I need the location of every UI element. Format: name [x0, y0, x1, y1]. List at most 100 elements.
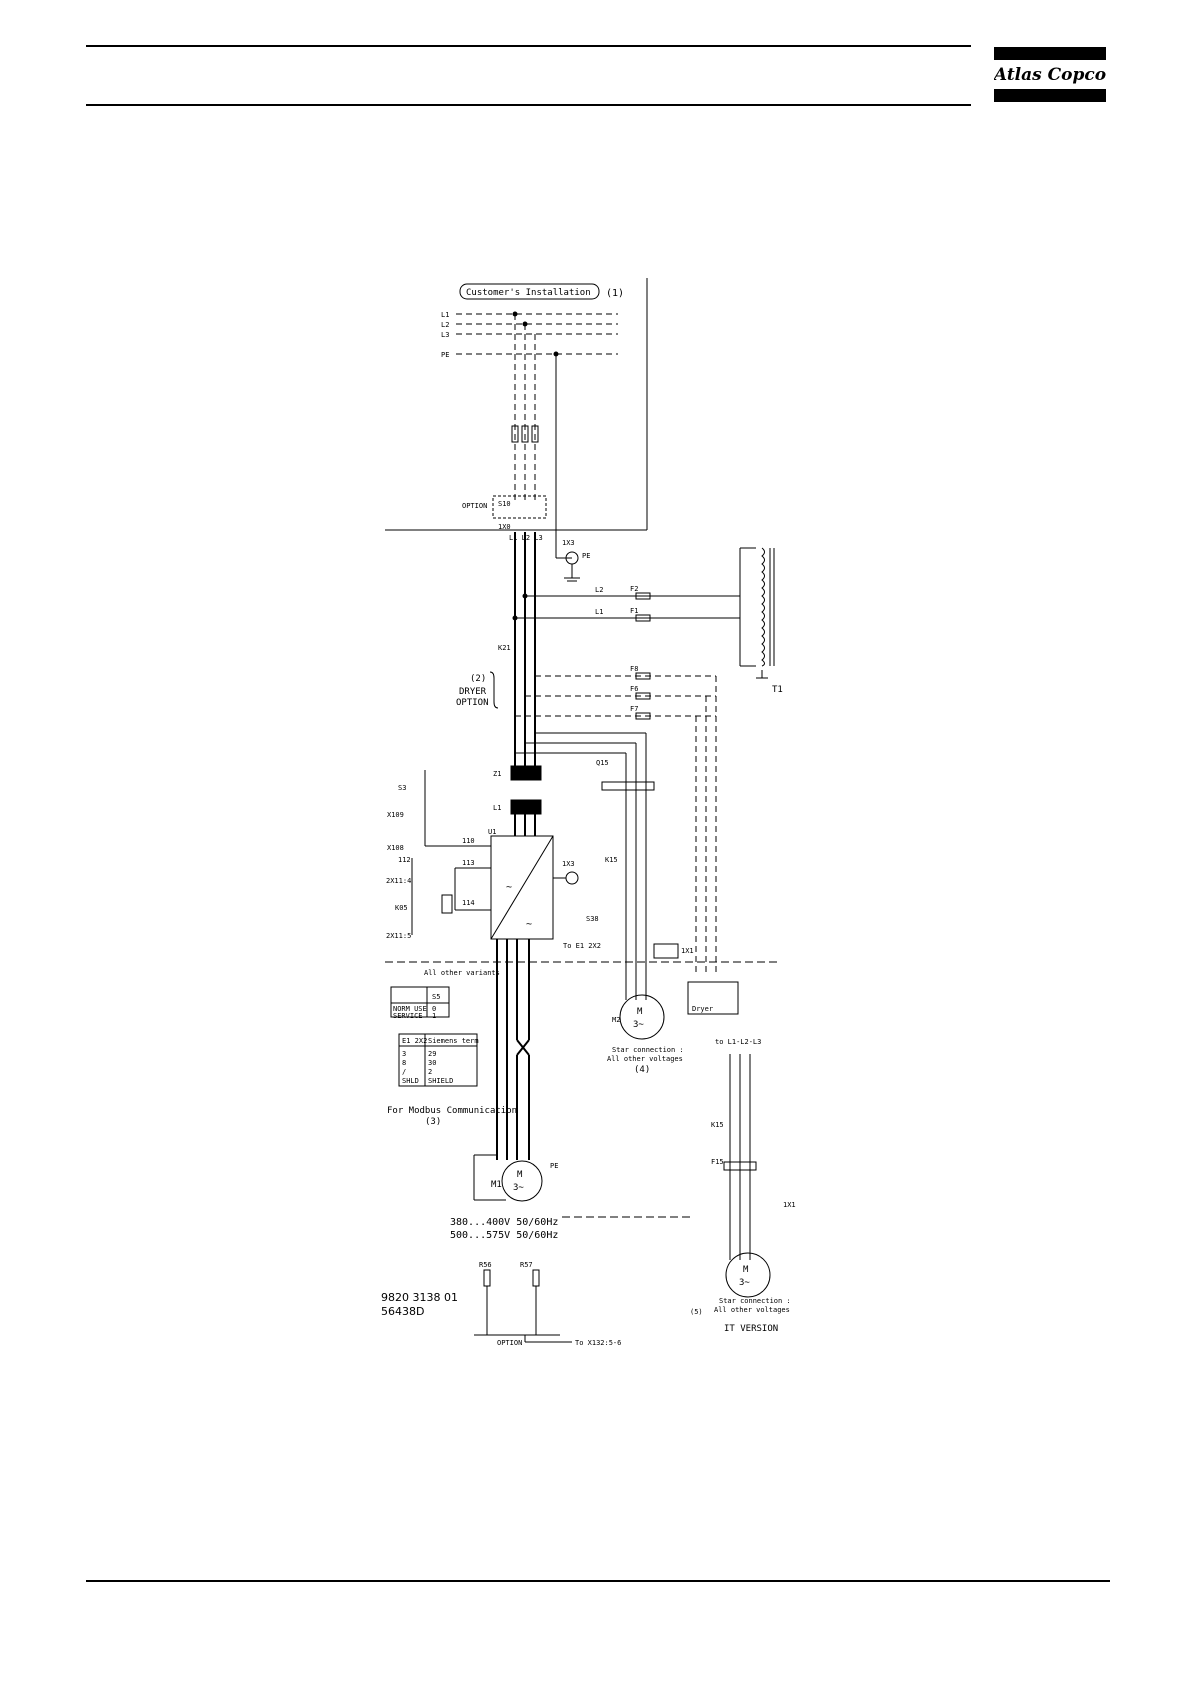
voltage-2: 500...575V 50/60Hz	[450, 1230, 558, 1241]
dryer-box-label: Dryer	[692, 1005, 713, 1013]
e1-row-1-a: 3	[402, 1050, 406, 1058]
heater-r56	[483, 1269, 491, 1287]
norm-use-val: 0	[432, 1005, 436, 1013]
k05-label: K05	[395, 904, 408, 912]
line-l2-label: L2	[441, 321, 449, 329]
header-rule-bottom	[86, 104, 971, 106]
pe-terminal-1x3: 1X3	[562, 539, 575, 547]
option-bottom-label: OPTION	[497, 1339, 522, 1347]
customer-installation-box	[459, 283, 600, 300]
r56-label: R56	[479, 1261, 492, 1269]
u1-label: U1	[488, 828, 496, 836]
fan-motor	[619, 994, 665, 1040]
svg-text:M: M	[743, 1265, 749, 1275]
z1-label: Z1	[493, 770, 501, 778]
header-rule-top	[86, 45, 971, 47]
wire-112-label: 112	[398, 856, 411, 864]
fuse-f8-label: F8	[630, 665, 638, 673]
line-l1-label: L1	[441, 311, 449, 319]
fuse-f2-label: F2	[630, 585, 638, 593]
e1-row-2-a: 8	[402, 1059, 406, 1067]
svg-text:PE: PE	[550, 1162, 558, 1170]
filter-z1	[510, 765, 542, 781]
e1-row-4-b: SHIELD	[428, 1077, 453, 1085]
wire-110-label: 110	[462, 837, 475, 845]
fuse-f6-label: F6	[630, 685, 638, 693]
voltage-1: 380...400V 50/60Hz	[450, 1217, 558, 1228]
s38-label: S38	[586, 915, 599, 923]
star-connection-2: Star connection :	[719, 1297, 791, 1305]
svg-text:M: M	[637, 1007, 643, 1017]
main-fuse-1	[511, 425, 519, 443]
svg-text:3~: 3~	[633, 1020, 644, 1030]
x108-label: X108	[387, 844, 404, 852]
fuse-f7	[635, 712, 651, 720]
svg-text:3~: 3~	[739, 1278, 750, 1288]
e1-header: E1 2X2	[402, 1037, 427, 1045]
s10-label: S10	[498, 500, 511, 508]
to-e1-label: To E1 2X2	[563, 942, 601, 950]
f15-breaker	[723, 1161, 757, 1171]
note-1: (1)	[606, 288, 624, 299]
dryer-option-label: OPTION	[456, 698, 489, 708]
option-label: OPTION	[462, 502, 487, 510]
x11-4-label: 2X11:4	[386, 877, 411, 885]
modbus-table	[398, 1033, 478, 1087]
main-fuse-3	[531, 425, 539, 443]
note-3: (3)	[425, 1117, 441, 1127]
relay-k05-coil	[441, 894, 453, 914]
fuse-f1	[635, 614, 651, 622]
dryer-label: DRYER	[459, 687, 487, 697]
motor-m1-label: M1	[491, 1180, 502, 1190]
motor-m1	[501, 1160, 543, 1202]
fuse-f1-label: F1	[630, 607, 638, 615]
svg-text:~: ~	[526, 919, 532, 930]
f15-label: F15	[711, 1158, 724, 1166]
siemens-header: Siemens term	[428, 1037, 479, 1045]
doc-code: 56438D	[381, 1305, 424, 1318]
k15b-label: K15	[711, 1121, 724, 1129]
converter-u1	[490, 835, 554, 940]
note-2: (2)	[470, 674, 486, 684]
line-pe-label: PE	[441, 351, 449, 359]
e1-row-4-a: SHLD	[402, 1077, 419, 1085]
option-switch-box	[492, 495, 547, 519]
fan-motor-label: M2	[612, 1016, 620, 1024]
x109-label: X109	[387, 811, 404, 819]
wire-113-label: 113	[462, 859, 475, 867]
transformer-t1-winding	[761, 547, 765, 667]
k15-label: K15	[605, 856, 618, 864]
e1-row-2-b: 30	[428, 1059, 436, 1067]
all-other-voltages-2: All other voltages	[714, 1306, 790, 1314]
s5-label: S5	[432, 993, 440, 1001]
to-x132-label: To X132:5-6	[575, 1339, 621, 1347]
to-l1l2l3-label: to L1-L2-L3	[715, 1038, 761, 1046]
doc-number: 9820 3138 01	[381, 1291, 458, 1304]
supply-lines	[456, 313, 618, 500]
q15-label: Q15	[596, 759, 609, 767]
modbus-label: For Modbus Communication	[387, 1106, 517, 1116]
it-version-label: IT VERSION	[724, 1324, 778, 1334]
line-l3-label: L3	[441, 331, 449, 339]
heater-r57	[532, 1269, 540, 1287]
svg-text:L1: L1	[595, 608, 603, 616]
e1-row-1-b: 29	[428, 1050, 436, 1058]
choke-l1-label: L1	[493, 804, 501, 812]
svg-text:3~: 3~	[513, 1183, 524, 1193]
star-connection: Star connection :	[612, 1046, 684, 1054]
pe-terminal-label: PE	[582, 552, 590, 560]
wire-114-label: 114	[462, 899, 475, 907]
dryer-supply	[515, 675, 717, 974]
motor-m1-feed	[496, 939, 530, 1160]
main-fuse-2	[521, 425, 529, 443]
svg-text:M: M	[517, 1170, 523, 1180]
note-5: (5)	[690, 1308, 703, 1316]
transformer-t1-label: T1	[772, 685, 783, 695]
x1-top-label: 1X1	[681, 947, 694, 955]
fuse-f7-label: F7	[630, 705, 638, 713]
e1-row-3-a: /	[402, 1068, 406, 1076]
main-bus	[514, 532, 536, 768]
it-fan-motor	[725, 1252, 771, 1298]
e1-row-3-b: 2	[428, 1068, 432, 1076]
